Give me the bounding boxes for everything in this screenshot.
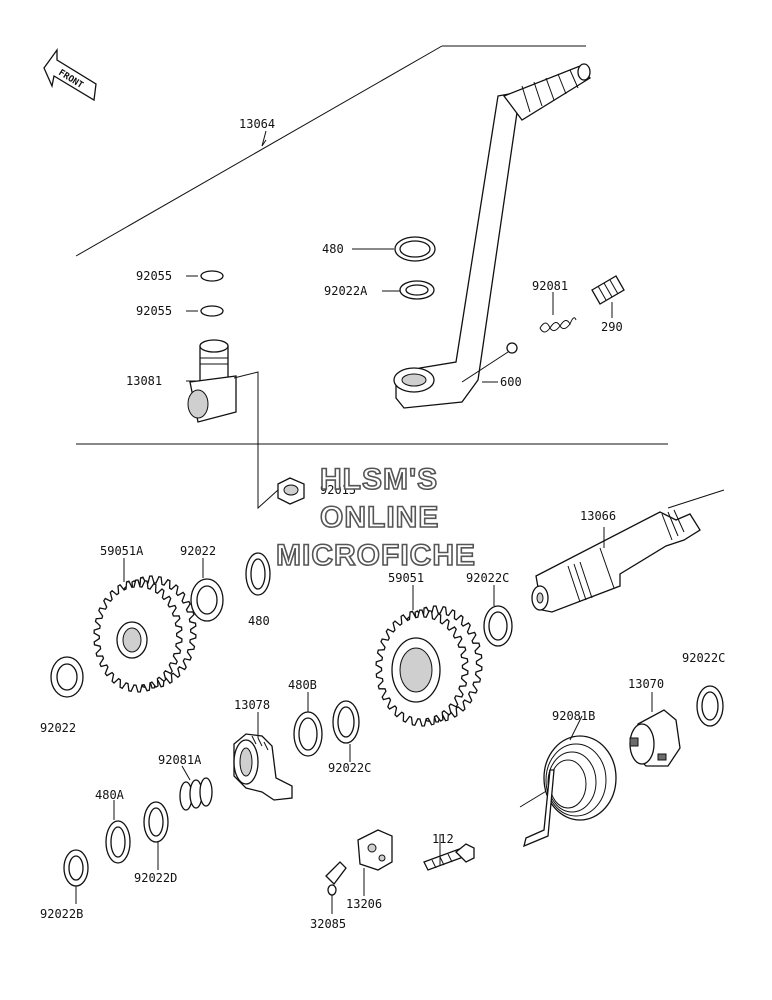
washer-icon bbox=[483, 605, 513, 647]
kick-shaft-icon bbox=[531, 509, 701, 613]
part-number-480: 480 bbox=[248, 614, 270, 628]
watermark-line-3: MICROFICHE bbox=[276, 539, 476, 572]
part-number-13064: 13064 bbox=[239, 117, 275, 131]
stopper-plate-icon bbox=[357, 829, 393, 871]
steel-ball-icon bbox=[506, 342, 518, 354]
leader-lines bbox=[75, 130, 653, 914]
spring-icon bbox=[539, 317, 577, 333]
collar-icon bbox=[325, 861, 347, 896]
part-number-92055: 92055 bbox=[136, 269, 172, 283]
o-ring-icon bbox=[200, 305, 224, 317]
bolt-icon bbox=[423, 843, 475, 871]
part-number-13081: 13081 bbox=[126, 374, 162, 388]
part-number-13206: 13206 bbox=[346, 897, 382, 911]
part-number-92081A: 92081A bbox=[158, 753, 202, 767]
part-number-480A: 480A bbox=[95, 788, 125, 802]
circlip-icon bbox=[394, 236, 436, 262]
washer-icon bbox=[143, 801, 169, 843]
part-number-92055: 92055 bbox=[136, 304, 172, 318]
part-number-59051: 59051 bbox=[388, 571, 424, 585]
watermark-line-1: HLSM'S bbox=[320, 463, 438, 496]
kick-pedal-icon bbox=[261, 63, 591, 409]
part-number-92015: 92015 bbox=[320, 483, 356, 497]
kick-lever-boss-icon bbox=[187, 339, 237, 423]
watermark: HLSM'S ONLINE MICROFICHE bbox=[275, 462, 476, 573]
kick-gear-icon bbox=[375, 605, 483, 727]
part-number-59051A: 59051A bbox=[100, 544, 144, 558]
part-number-92022A: 92022A bbox=[324, 284, 368, 298]
part-number-600: 600 bbox=[500, 375, 522, 389]
rubber-cap-icon bbox=[591, 275, 625, 305]
part-number-480B: 480B bbox=[288, 678, 317, 692]
part-number-92081B: 92081B bbox=[552, 709, 595, 723]
circlip-icon bbox=[293, 711, 323, 757]
return-spring-icon bbox=[523, 735, 617, 848]
part-number-92022C: 92022C bbox=[682, 651, 725, 665]
part-number-92022C: 92022C bbox=[328, 761, 371, 775]
watermark-line-2: ONLINE bbox=[320, 501, 439, 534]
part-number-290: 290 bbox=[601, 320, 623, 334]
part-number-13066: 13066 bbox=[580, 509, 616, 523]
part-number-92022: 92022 bbox=[180, 544, 216, 558]
section-lines bbox=[75, 45, 725, 808]
idle-gear-icon bbox=[93, 575, 197, 693]
washer-icon bbox=[332, 700, 360, 744]
washer-icon bbox=[190, 578, 224, 622]
part-number-112: 112 bbox=[432, 832, 454, 846]
part-labels: 13064 92055 92055 13081 480 92022A 92081… bbox=[40, 117, 725, 931]
part-number-92022D: 92022D bbox=[134, 871, 177, 885]
nut-icon bbox=[277, 477, 305, 505]
part-number-92081: 92081 bbox=[532, 279, 568, 293]
front-arrow-icon: FRONT bbox=[43, 47, 97, 102]
washer-icon bbox=[399, 280, 435, 300]
washer-icon bbox=[63, 849, 89, 887]
washer-icon bbox=[50, 656, 84, 698]
o-ring-icon bbox=[200, 270, 224, 282]
part-number-480: 480 bbox=[322, 242, 344, 256]
circlip-icon bbox=[105, 820, 131, 864]
ratchet-icon bbox=[629, 709, 681, 767]
part-number-13078: 13078 bbox=[234, 698, 270, 712]
circlip-icon bbox=[245, 552, 271, 596]
washer-icon bbox=[696, 685, 724, 727]
spring-icon bbox=[179, 777, 213, 811]
ratchet-gear-icon bbox=[233, 733, 293, 801]
part-number-92022B: 92022B bbox=[40, 907, 83, 921]
part-number-32085: 32085 bbox=[310, 917, 346, 931]
part-number-92022: 92022 bbox=[40, 721, 76, 735]
part-number-92022C: 92022C bbox=[466, 571, 509, 585]
part-number-13070: 13070 bbox=[628, 677, 664, 691]
